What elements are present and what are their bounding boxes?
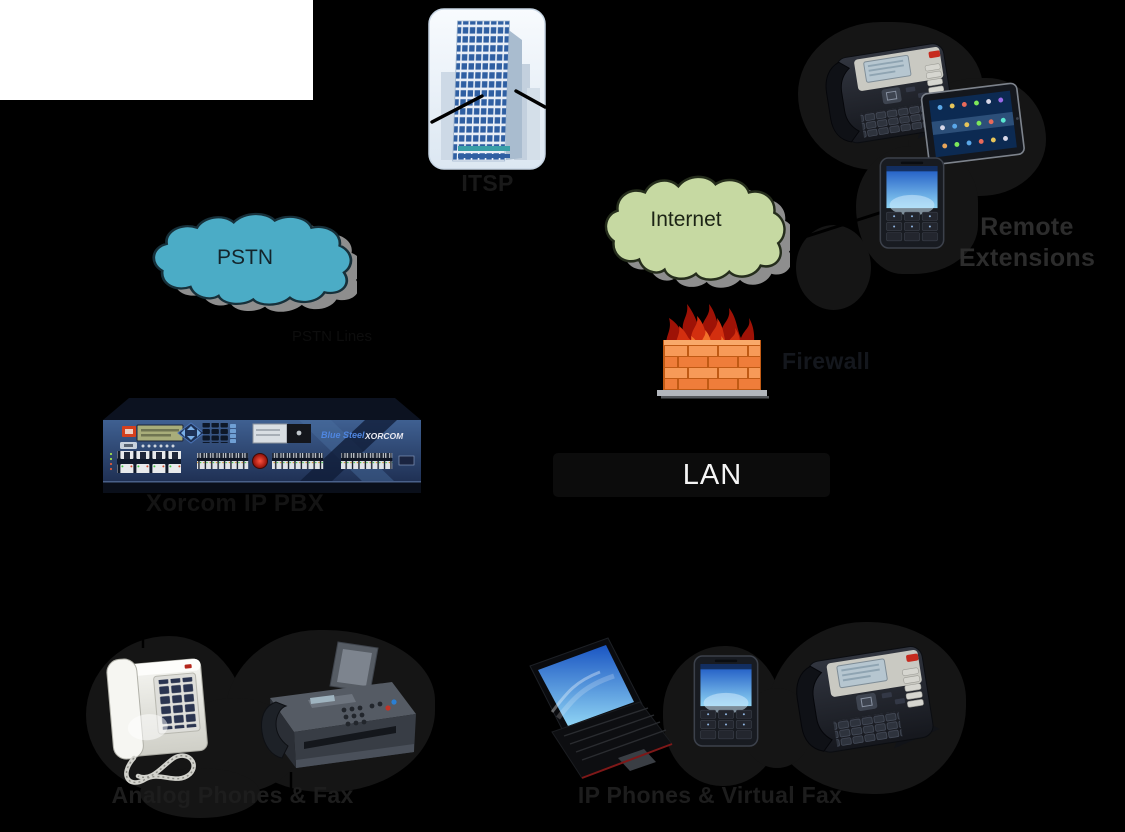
remote-tablet-icon — [920, 82, 1025, 166]
lan-smartphone-icon — [693, 655, 759, 747]
pbx-brand-text: Blue Steel — [321, 430, 365, 440]
brick-wall — [657, 340, 769, 399]
analog-group-label: Analog Phones & Fax — [111, 782, 354, 808]
remote-line1: Remote — [980, 213, 1074, 241]
pbx-maker-text: XORCOM — [364, 431, 404, 441]
pbx-ports — [109, 451, 415, 473]
remote-line2: Extensions — [958, 244, 1096, 272]
firewall-label: Firewall — [782, 348, 871, 374]
internet-cloud — [604, 175, 790, 288]
lan-segment-bar: LAN — [553, 453, 830, 497]
white-placeholder-box — [0, 0, 313, 100]
pbx-caption: Xorcom IP PBX — [145, 490, 325, 517]
pbx-front-controls — [120, 422, 311, 449]
lan-ip-phone-icon — [796, 646, 940, 753]
firewall-icon — [657, 304, 769, 399]
fax-machine-icon — [261, 641, 416, 768]
ip-group-label: IP Phones & Virtual Fax — [577, 782, 843, 808]
pbx-device-icon: Blue Steel XORCOM — [103, 398, 421, 493]
remote-extensions-label: Remote Extensions — [942, 212, 1112, 274]
remote-smartphone-icon — [879, 157, 945, 249]
pstn-lines-label: PSTN Lines — [291, 328, 373, 345]
blob-backdrop — [796, 225, 871, 310]
remote-ip-phone-icon — [825, 43, 961, 144]
laptop-icon — [529, 637, 673, 779]
itsp-building-icon — [428, 8, 546, 170]
internet-label: Internet — [650, 208, 722, 231]
itsp-label: ITSP — [461, 170, 514, 196]
analog-phone-icon — [106, 658, 208, 785]
lan-label: LAN — [682, 458, 743, 491]
pstn-cloud — [152, 212, 357, 312]
pstn-label: PSTN — [216, 246, 273, 269]
skyscraper — [452, 20, 510, 162]
